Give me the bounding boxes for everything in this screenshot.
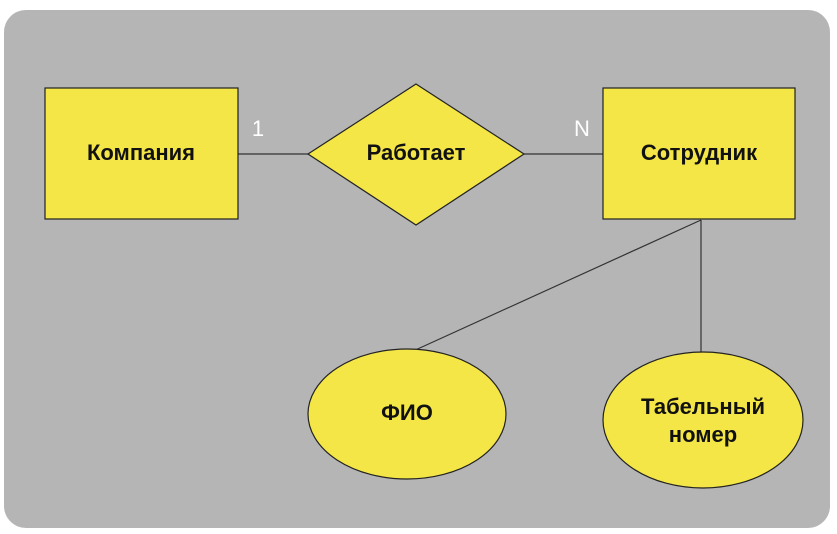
attribute-tab-number[interactable] (602, 351, 804, 489)
entity-employee-label: Сотрудник (641, 140, 758, 165)
entity-company[interactable] (44, 87, 239, 220)
attribute-fio[interactable] (307, 348, 507, 480)
attribute-fio-label: ФИО (381, 400, 433, 425)
entity-employee[interactable] (602, 87, 796, 220)
cardinality-many: N (574, 116, 590, 141)
relationship-works[interactable] (306, 83, 526, 226)
cardinality-one: 1 (252, 116, 264, 141)
connector-employee-fio (410, 219, 702, 353)
relationship-works-label: Работает (367, 140, 466, 165)
attribute-tab-number-line1: Табельный (641, 394, 765, 419)
attribute-tab-number-line2: номер (669, 422, 737, 447)
entity-company-label: Компания (87, 140, 195, 165)
